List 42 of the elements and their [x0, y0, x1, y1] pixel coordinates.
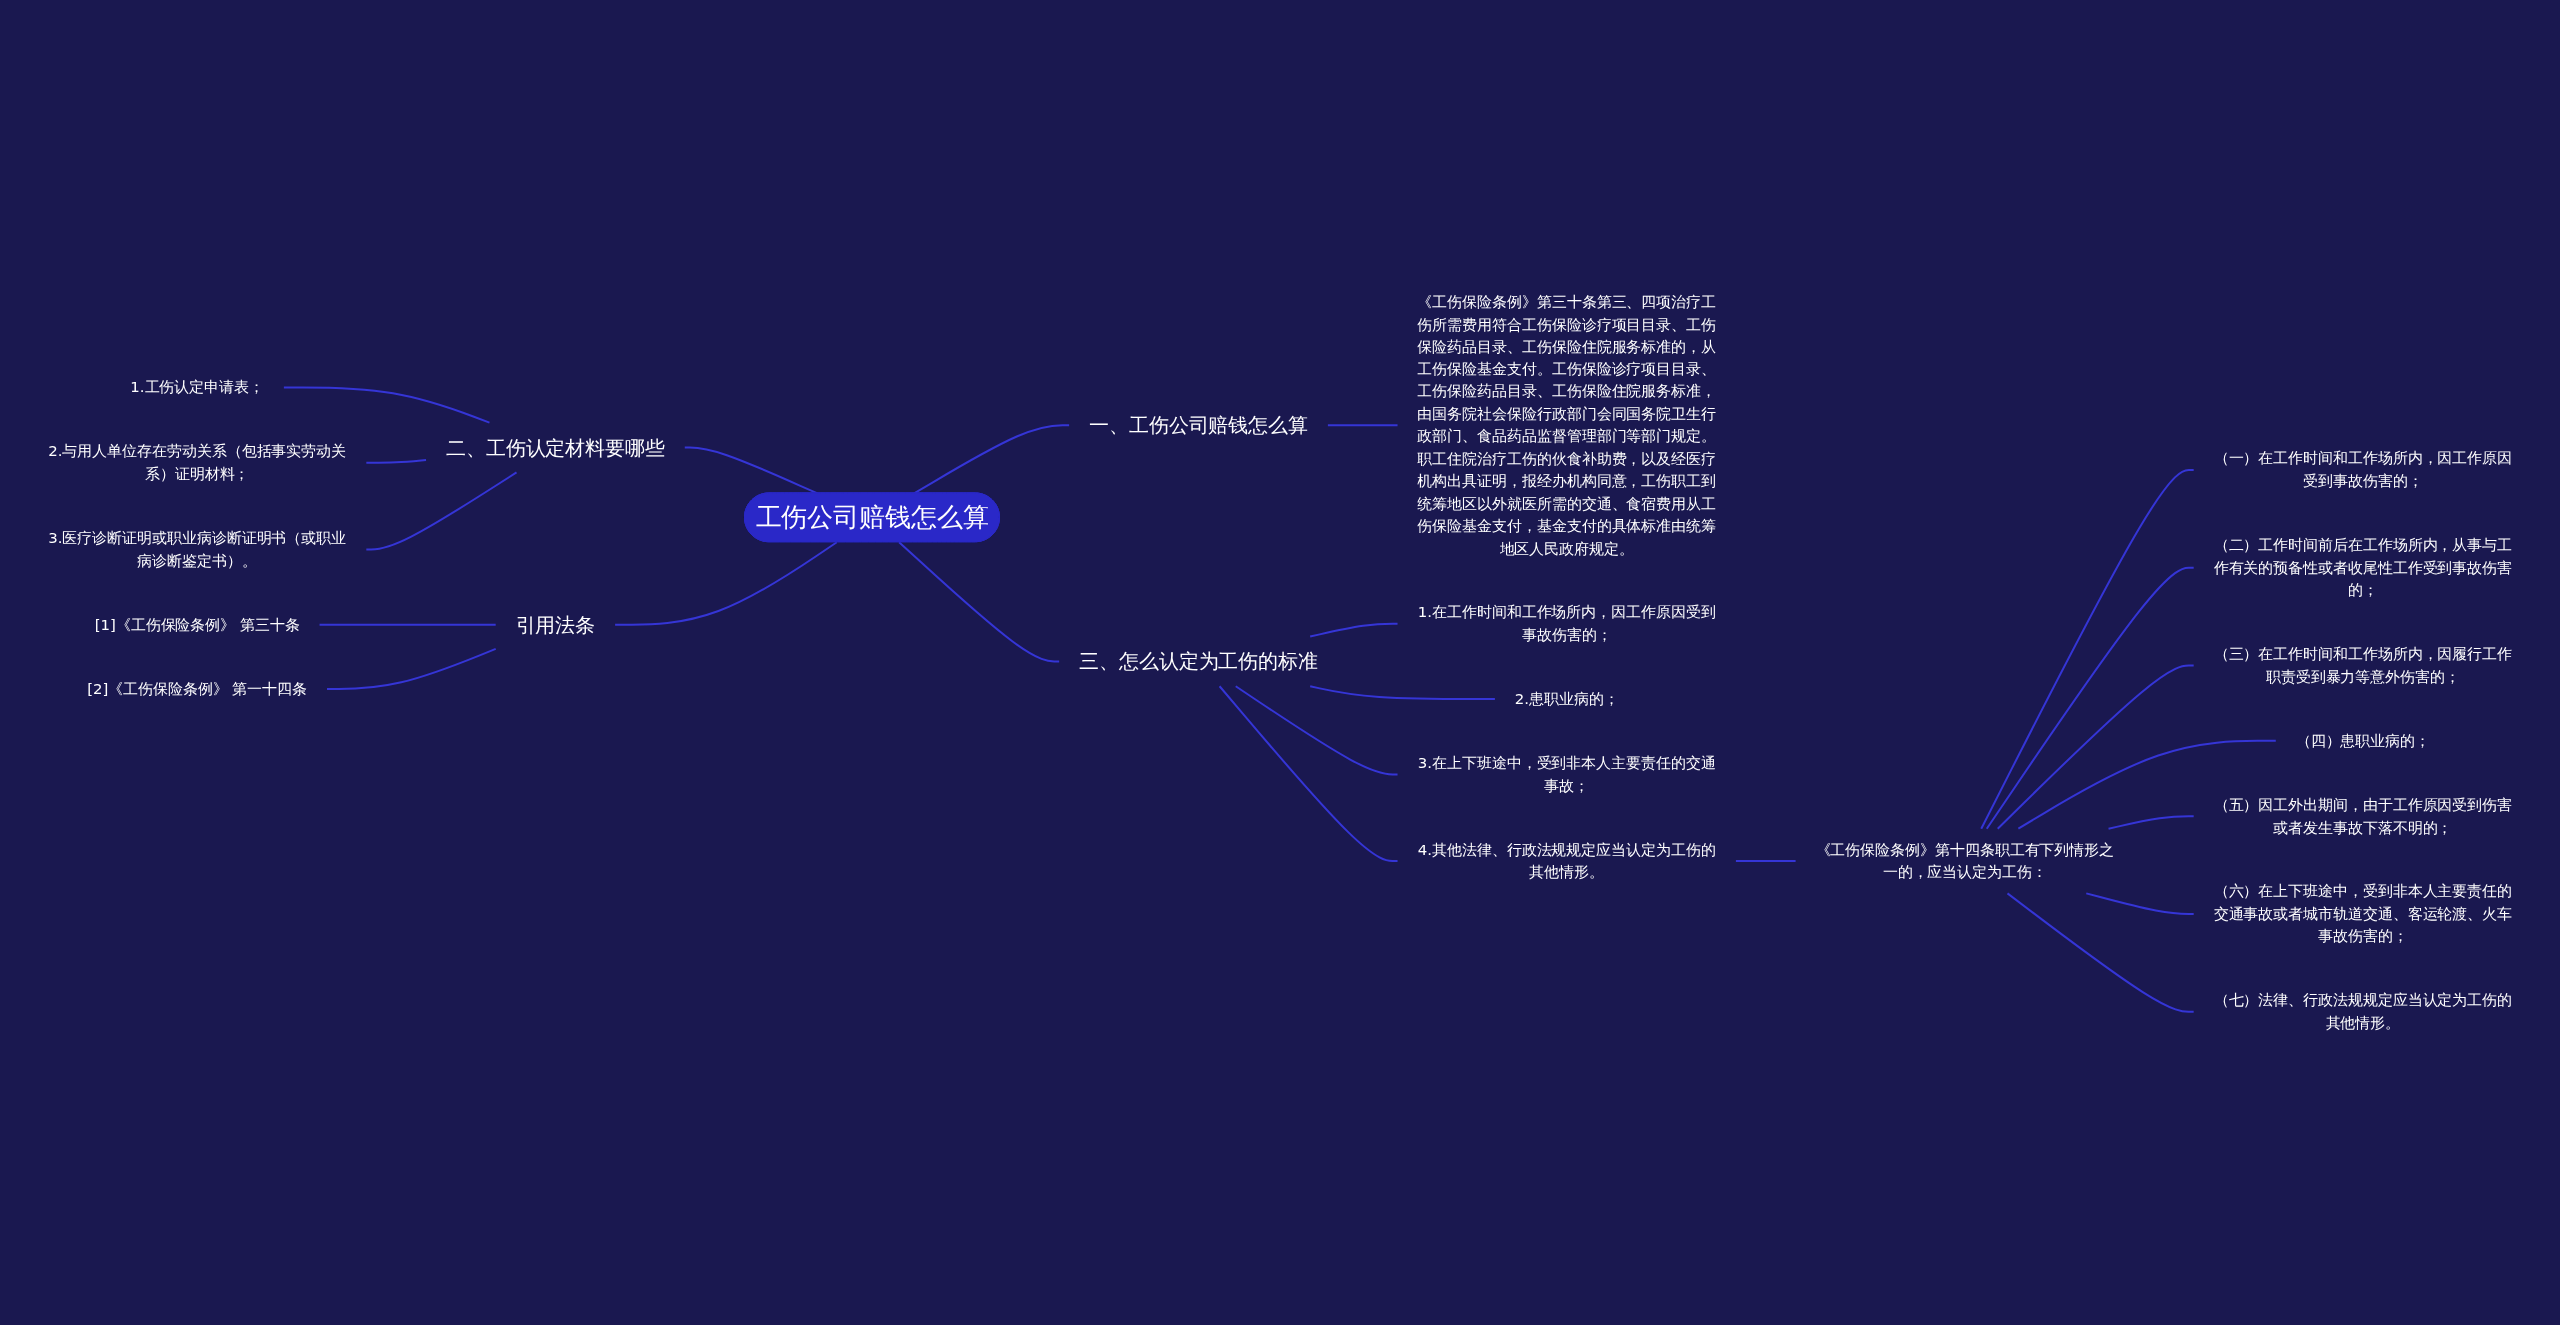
connector — [2006, 892, 2195, 1013]
connector — [2017, 739, 2277, 830]
node-text: （七）法律、行政法规规定应当认定为工伤的其他情形。 — [2213, 991, 2513, 1032]
connector — [318, 623, 497, 626]
node-text: （五）因工外出期间，由于工作原因受到伤害或者发生事故下落不明的； — [2213, 795, 2513, 837]
node-text: [1]《工伤保险条例》 第三十条 — [94, 615, 300, 634]
connector — [1309, 685, 1496, 701]
node-text: 三、怎么认定为工伤的标准 — [1079, 649, 1318, 674]
connector — [2107, 815, 2195, 830]
node-text: （一）在工作时间和工作场所内，因工作原因受到事故伤害的； — [2213, 449, 2513, 490]
connector — [1734, 860, 1797, 863]
connector — [2085, 892, 2195, 916]
connector — [1309, 622, 1399, 638]
node-text: 3.在上下班途中，受到非本人主要责任的交通事故； — [1417, 754, 1716, 795]
connector — [365, 458, 428, 464]
connector — [282, 386, 491, 424]
connector — [614, 541, 838, 626]
node-text: 3.医疗诊断证明或职业病诊断证明书（或职业病诊断鉴定书）。 — [48, 529, 347, 570]
connector — [365, 471, 518, 551]
connector — [1326, 424, 1399, 427]
node-text: 1.工伤认定申请表； — [130, 378, 264, 397]
connector — [1218, 685, 1399, 863]
node-text: （二）工作时间前后在工作场所内，从事与工作有关的预备性或者收尾性工作受到事故伤害的； — [2213, 536, 2513, 599]
node-text: 2.与用人单位存在劳动关系（包括事实劳动关系）证明材料； — [48, 442, 347, 483]
connector — [898, 541, 1061, 663]
node-text: 一、工伤公司赔钱怎么算 — [1089, 413, 1308, 438]
connector — [326, 647, 497, 690]
node-text: 《工伤保险条例》第三十条第三、四项治疗工伤所需费用符合工伤保险诊疗项目目录、工伤保险药品目录、工伤保险住院服务标准的，从工伤保险基金支付。工伤保险诊疗项目目录、工伤保险药品目录、工伤保险住院服务标准，由国务院社会保险行政部门会同国务院卫生行政部门、食品药品监督管理部门等部门规定。职工住院治疗工伤的伙食补助费，以及经医疗机构出具证明，报经办机构同意，工伤职工到统筹地区以外就医所需的交通、食宿费用从工伤保险基金支付，基金支付的具体标准由统筹地区人民政府规定。 — [1417, 292, 1716, 558]
connector — [1996, 664, 2195, 830]
node-text: 2.患职业病的； — [1514, 689, 1619, 708]
node-text: （三）在工作时间和工作场所内，因履行工作职责受到暴力等意外伤害的； — [2213, 645, 2513, 686]
node-text: 1.在工作时间和工作场所内，因工作原因受到事故伤害的； — [1417, 603, 1716, 644]
node-text: [2]《工伤保险条例》 第一十四条 — [87, 679, 308, 698]
connector — [1980, 468, 2195, 830]
node-text: 引用法条 — [515, 612, 596, 637]
node-text: 二、工伤认定材料要哪些 — [445, 435, 665, 460]
node-text: （四）患职业病的； — [2295, 731, 2431, 750]
connector — [1985, 566, 2195, 830]
node-text: 《工伤保险条例》第十四条职工有下列情形之一的，应当认定为工伤： — [1815, 840, 2115, 881]
node-text: （六）在上下班途中，受到非本人主要责任的交通事故或者城市轨道交通、客运轮渡、火车事故伤害的； — [2213, 882, 2513, 946]
node-text: 4.其他法律、行政法规规定应当认定为工伤的其他情形。 — [1417, 840, 1716, 881]
connector — [1234, 685, 1399, 776]
